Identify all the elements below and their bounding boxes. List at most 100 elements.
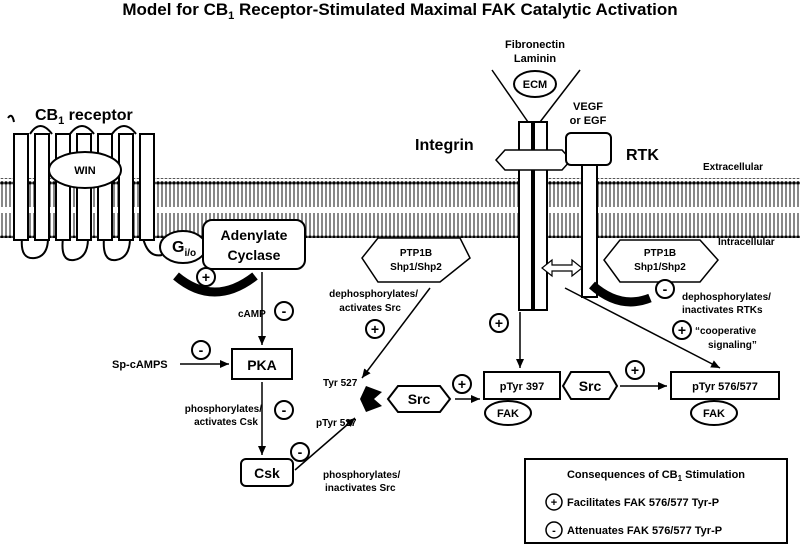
sign-plus-ptp: + (365, 319, 385, 339)
coop-line1: “cooperative (695, 326, 757, 337)
diagram-title: Model for CB1 Receptor-Stimulated Maxima… (122, 0, 677, 22)
phos-csk-line1: phosphorylates/ (185, 404, 262, 415)
ecm-ellipse (513, 70, 557, 98)
sign-plus-src: + (452, 374, 472, 394)
ptp-right-line2: Shp1/Shp2 (634, 262, 686, 273)
svg-text:+: + (495, 315, 503, 331)
ptp-right-line1: PTP1B (644, 248, 676, 259)
sign-plus-g: + (196, 267, 216, 287)
sign-minus-csk: - (290, 442, 310, 462)
legend-plus-icon (545, 493, 563, 511)
src-sh2-clamp (360, 386, 382, 412)
coop-line2: signaling” (708, 340, 757, 351)
integrin-arm-right (539, 69, 581, 123)
dephos-src-line2: activates Src (339, 303, 401, 314)
win-label: WIN (74, 165, 95, 177)
src-node-2 (561, 371, 619, 400)
csk-label: Csk (254, 465, 280, 481)
sign-minus-pka: - (274, 400, 294, 420)
ptyr527-label: pTyr 527 (316, 418, 357, 429)
sign-minus-spcamps: - (191, 340, 211, 360)
rtk-stem (581, 164, 598, 298)
pka-label: PKA (247, 357, 277, 373)
adenylate-cyclase-line1: Adenylate (221, 227, 288, 243)
phos-src-line1: phosphorylates/ (323, 470, 400, 481)
ptyr576-label: pTyr 576/577 (692, 381, 758, 393)
rtk-ligand-line1: VEGF (573, 101, 603, 113)
arrows (180, 272, 721, 471)
ptp-left (361, 237, 471, 283)
ptyr397-box (483, 371, 561, 400)
win-ligand (48, 151, 122, 189)
integrin-label: Integrin (415, 137, 474, 154)
svg-text:-: - (282, 402, 287, 418)
dephos-rtk-line1: dephosphorylates/ (682, 292, 771, 303)
sp-camps-label: Sp-cAMPS (112, 359, 168, 371)
svg-text:+: + (458, 376, 466, 392)
inhibition-arc-left (173, 272, 258, 297)
ecm-line1: Fibronectin (505, 39, 565, 51)
svg-text:-: - (663, 281, 668, 297)
svg-text:-: - (298, 444, 303, 460)
legend-title: Consequences of CB1 Stimulation (567, 469, 745, 483)
sign-minus-rtk: - (655, 279, 675, 299)
ptp-left-line1: PTP1B (400, 248, 432, 259)
ptp-left-line2: Shp1/Shp2 (390, 262, 442, 273)
ecm-label: ECM (523, 79, 547, 91)
ptyr397-label: pTyr 397 (500, 381, 544, 393)
legend-minus-icon (545, 521, 563, 539)
svg-text:-: - (282, 303, 287, 319)
integrin-arm-left (491, 69, 529, 123)
rtk-ligand-line2: or EGF (570, 115, 607, 127)
fak-ellipse-2 (690, 400, 738, 426)
legend-box (524, 458, 788, 544)
pka-box (231, 348, 293, 380)
ptp-right (603, 239, 719, 283)
fak-ellipse-1 (484, 400, 532, 426)
legend-plus-label: Facilitates FAK 576/577 Tyr-P (567, 497, 719, 509)
svg-text:+: + (371, 321, 379, 337)
sign-minus-camp: - (274, 301, 294, 321)
sign-plus-src2: + (625, 360, 645, 380)
intracellular-label: Intracellular (718, 237, 775, 248)
camp-label: cAMP (238, 309, 266, 320)
svg-text:+: + (631, 362, 639, 378)
rtk-label: RTK (626, 147, 659, 164)
sign-plus-integrin: + (489, 313, 509, 333)
phos-src-line2: inactivates Src (325, 483, 396, 494)
legend-plus-sign: + (551, 497, 557, 509)
rtk-head (565, 132, 612, 166)
fak-label-1: FAK (497, 408, 519, 420)
src-label-2: Src (579, 378, 602, 394)
svg-text:+: + (678, 322, 686, 338)
arrow-rtk-cooperative (564, 287, 721, 369)
csk-box (240, 458, 294, 487)
g-protein-label: Gi/o (172, 239, 196, 259)
legend-minus-label: Attenuates FAK 576/577 Tyr-P (567, 525, 722, 537)
ecm-line2: Laminin (514, 53, 556, 65)
svg-text:-: - (199, 342, 204, 358)
svg-text:+: + (202, 269, 210, 285)
crosstalk-double-arrow (541, 258, 583, 278)
ptyr576-box (670, 371, 780, 400)
extracellular-label: Extracellular (703, 162, 763, 173)
adenylate-cyclase-line2: Cyclase (228, 247, 281, 263)
arrow-ptp-to-src (361, 287, 431, 379)
legend: Consequences of CB1 Stimulation + Facili… (524, 458, 788, 544)
phos-csk-line2: activates Csk (194, 417, 258, 428)
src-label: Src (408, 391, 431, 407)
sign-plus-coop: + (672, 320, 692, 340)
dephos-src-line1: dephosphorylates/ (329, 289, 418, 300)
fak-label-2: FAK (703, 408, 725, 420)
cb1-receptor-label: CB1 receptor (35, 107, 133, 127)
arrow-csk-to-src (294, 417, 356, 471)
inhibition-arc-right (589, 281, 652, 307)
legend-minus-sign: - (552, 525, 556, 537)
adenylate-cyclase (202, 219, 306, 270)
integrin-band (494, 149, 573, 171)
sign-markers: + - - - - + + + + - + (191, 267, 692, 462)
dephos-rtk-line2: inactivates RTKs (682, 305, 763, 316)
tyr527-label: Tyr 527 (323, 378, 358, 389)
src-node (386, 385, 452, 413)
